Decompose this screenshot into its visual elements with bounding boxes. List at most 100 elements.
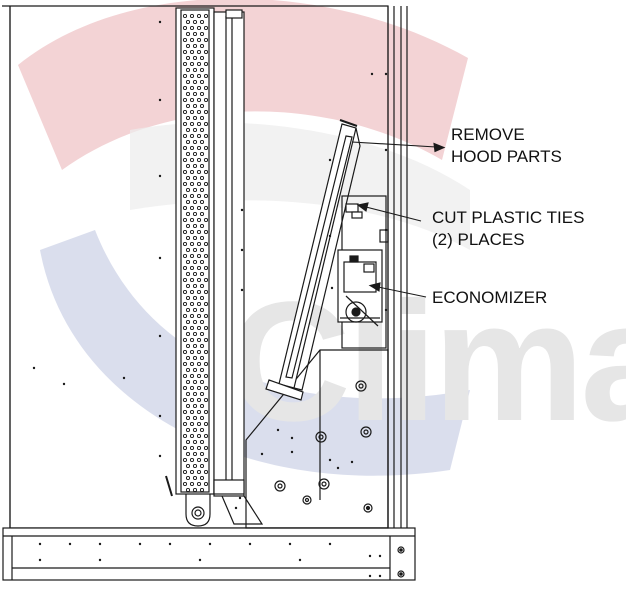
perforation-hole <box>189 361 195 367</box>
perforation-hole <box>192 415 198 421</box>
channel-foot <box>213 479 245 495</box>
perforation-hole <box>199 211 205 217</box>
perforation-hole <box>196 61 202 67</box>
perforation-hole <box>185 19 191 25</box>
perforation-hole <box>185 451 191 457</box>
perforation-hole <box>203 409 209 415</box>
perforation-hole <box>182 193 188 199</box>
perforation-hole <box>203 121 209 127</box>
perforation-hole <box>185 235 191 241</box>
bracket-bolt-inner <box>194 509 202 517</box>
perforation-hole <box>203 337 209 343</box>
perforation-hole <box>185 271 191 277</box>
perforation-hole <box>196 205 202 211</box>
perforation-hole <box>185 163 191 169</box>
perforation-hole <box>189 457 195 463</box>
perforation-hole <box>185 463 191 469</box>
perforation-hole <box>192 307 198 313</box>
perforation-hole <box>196 217 202 223</box>
perforation-hole <box>192 331 198 337</box>
rack-bottom-bracket <box>165 475 264 527</box>
perforation-hole <box>192 211 198 217</box>
perforation-hole <box>199 415 205 421</box>
perforation-hole <box>203 457 209 463</box>
callout-remove-line-1: REMOVE <box>451 125 525 144</box>
rivet-dot <box>328 234 332 238</box>
perforation-hole <box>199 475 205 481</box>
perforation-hole <box>199 403 205 409</box>
perforation-hole <box>189 469 195 475</box>
perforation-hole <box>182 265 188 271</box>
perforation-hole <box>199 163 205 169</box>
rivet-dot <box>158 334 162 338</box>
rivet-dot <box>62 382 66 386</box>
callout-remove-line-2: HOOD PARTS <box>451 147 562 166</box>
perforation-hole <box>189 157 195 163</box>
perforation-hole <box>182 109 188 115</box>
rivet-dot <box>384 72 388 76</box>
perforation-hole <box>182 97 188 103</box>
rivet-dot <box>368 554 372 558</box>
perforation-hole <box>203 469 209 475</box>
perforation-hole <box>196 97 202 103</box>
callout-economizer-label: ECONOMIZER <box>432 288 548 307</box>
perforation-hole <box>199 271 205 277</box>
perforation-hole <box>203 385 209 391</box>
perforation-hole <box>182 481 188 487</box>
actuator-gear-outer <box>345 301 367 323</box>
perforation-hole <box>192 379 198 385</box>
perforation-hole <box>196 145 202 151</box>
rivet-dot <box>276 428 280 432</box>
rivet-dot <box>98 558 102 562</box>
perforation-hole <box>182 313 188 319</box>
perforation-hole <box>185 127 191 133</box>
perforation-hole <box>182 229 188 235</box>
rivet-dot <box>240 288 244 292</box>
perforation-hole <box>192 43 198 49</box>
perforation-hole <box>185 55 191 61</box>
perforation-hole <box>185 175 191 181</box>
perforation-hole <box>189 109 195 115</box>
perforation-hole <box>182 121 188 127</box>
perforation-hole <box>192 283 198 289</box>
rivet-dot <box>38 558 42 562</box>
leader-lines <box>351 141 446 298</box>
perforation-hole <box>196 481 202 487</box>
channel-cap <box>225 9 243 19</box>
perforation-hole <box>203 373 209 379</box>
callout-economizer: ECONOMIZER <box>432 287 547 309</box>
perforation-hole <box>192 391 198 397</box>
rivet-dot <box>378 554 382 558</box>
perforation-hole <box>196 37 202 43</box>
perforation-hole <box>182 337 188 343</box>
perforation-hole <box>203 13 209 19</box>
perforation-hole <box>189 37 195 43</box>
perforation-hole <box>192 355 198 361</box>
perforation-hole <box>196 109 202 115</box>
rivet-dot <box>122 376 126 380</box>
callout-cut-plastic-ties: CUT PLASTIC TIES (2) PLACES <box>432 207 584 251</box>
perforation-hole <box>185 403 191 409</box>
perforation-hole <box>185 91 191 97</box>
perforation-hole <box>189 193 195 199</box>
perforation-hole <box>192 223 198 229</box>
perforation-hole <box>189 265 195 271</box>
rivet-dot <box>288 542 292 546</box>
perforation-hole <box>182 205 188 211</box>
perforation-hole <box>199 175 205 181</box>
perforation-hole <box>182 469 188 475</box>
perforation-hole <box>199 319 205 325</box>
perforation-hole <box>196 469 202 475</box>
perforation-hole <box>192 91 198 97</box>
perforation-hole <box>199 187 205 193</box>
actuator-knob <box>349 255 359 263</box>
perforation-hole <box>192 427 198 433</box>
perforation-hole <box>189 145 195 151</box>
remove-hood-leader <box>351 141 446 153</box>
perforation-hole <box>189 397 195 403</box>
economizer-actuator <box>337 249 383 327</box>
perforation-hole <box>196 409 202 415</box>
channel-outer <box>213 11 245 497</box>
perforation-hole <box>203 361 209 367</box>
perforation-hole <box>203 217 209 223</box>
